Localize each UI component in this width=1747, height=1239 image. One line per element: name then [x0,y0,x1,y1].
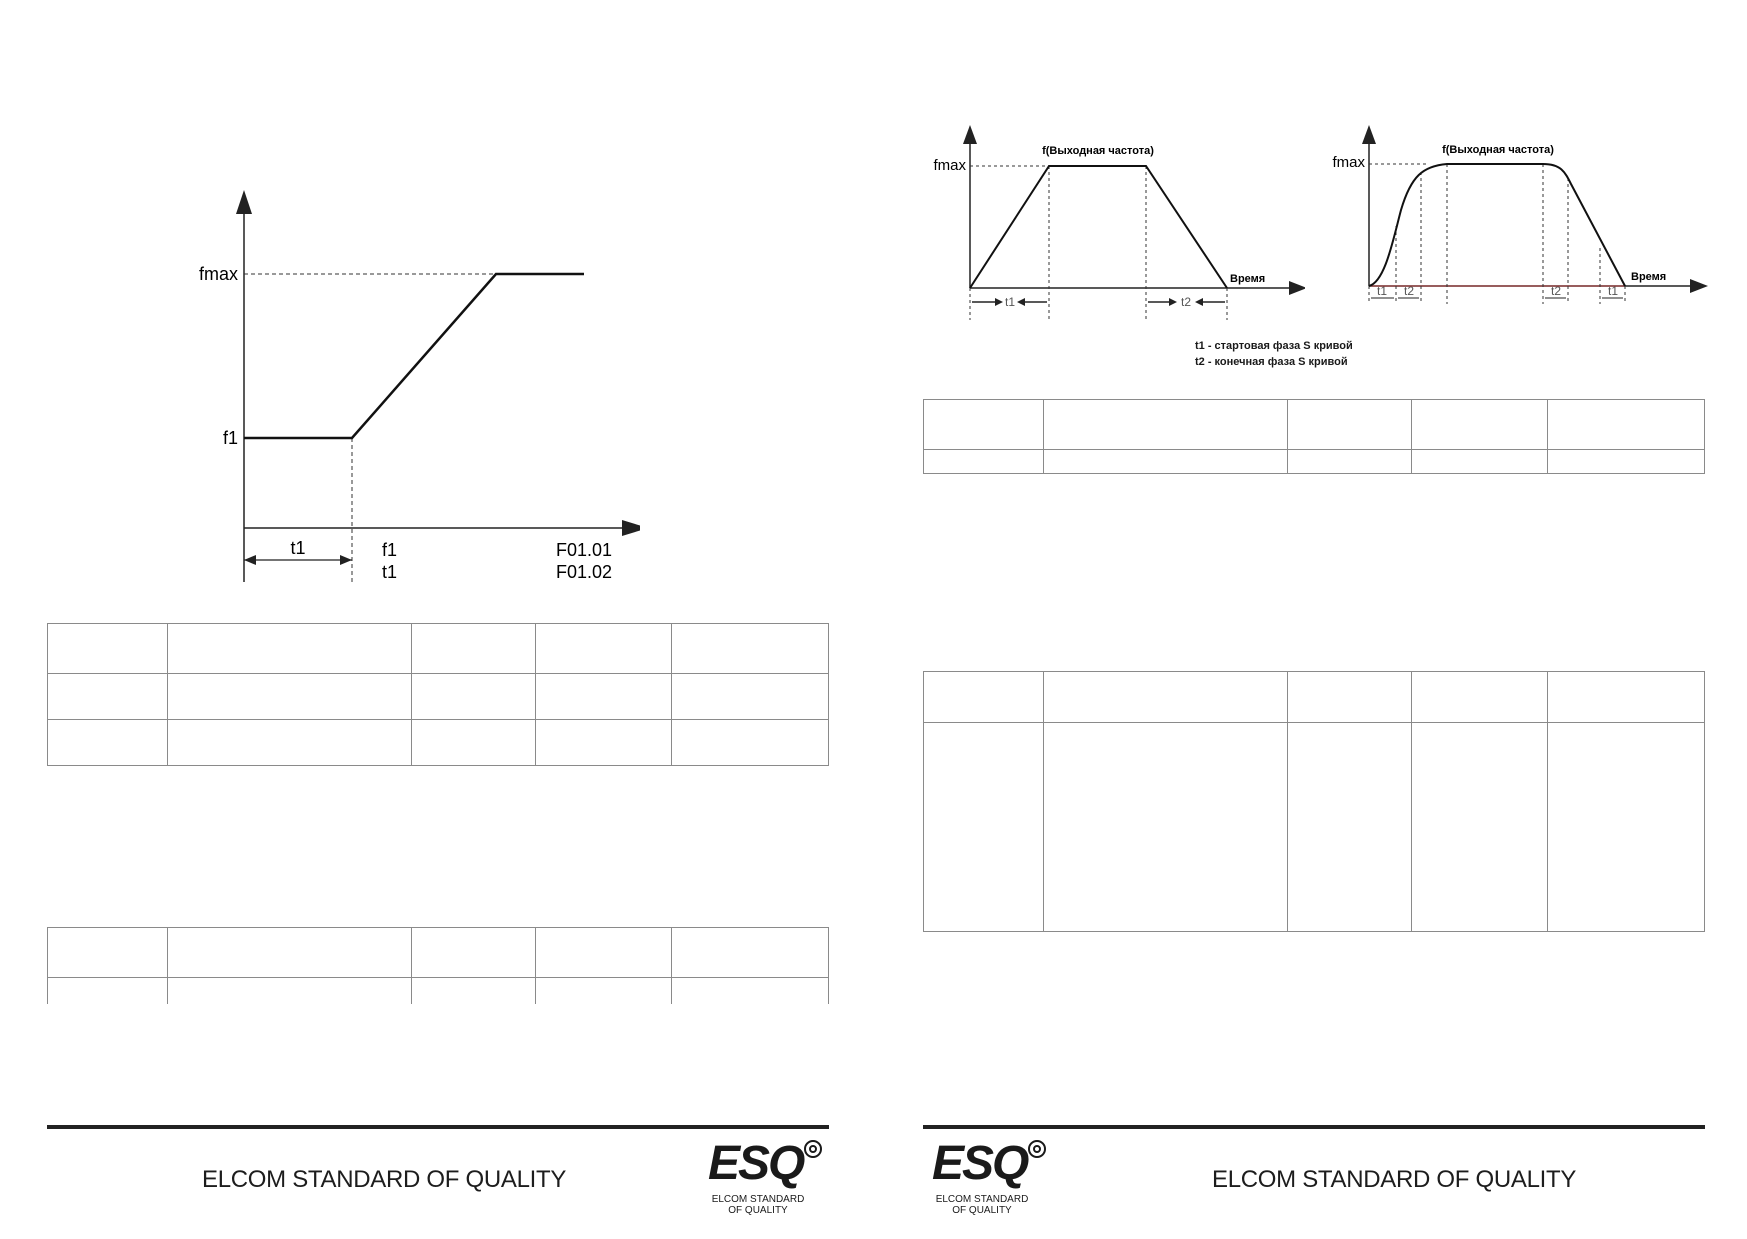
t2-span-label: t2 [1181,295,1191,309]
parameter-table-2 [47,927,829,1004]
s-curve-legend: t1 - стартовая фаза S кривой t2 - конечн… [1195,338,1353,370]
s-curve-acceleration-diagram: fmax f(Выходная частота) Время t1 t2 t2 … [1332,125,1708,304]
t2-start-label: t2 [1404,284,1414,298]
table-header-row [923,671,1705,723]
fmax-label: fmax [933,157,966,174]
footer-brand-text: ELCOM STANDARD OF QUALITY [202,1166,567,1193]
start-frequency-diagram: fmax f1 t1 f1 t1 F01.01 F01.02 [199,190,640,582]
logo-mark: ESQ [708,1137,805,1190]
logo-mark: ESQ [932,1137,1029,1190]
parameter-table-3 [923,399,1705,474]
table-header-row [47,623,829,674]
t1-start-label: t1 [1377,284,1387,298]
t1-span-label: t1 [1005,295,1015,309]
table-row [47,977,829,1004]
legend-line-t1: t1 - стартовая фаза S кривой [1195,340,1353,352]
linear-acceleration-diagram: fmax f(Выходная частота) Время t1 t2 [933,125,1305,320]
x-axis-arrow [1690,279,1708,293]
table-row [923,722,1705,932]
s-frequency-curve [1368,163,1626,287]
frequency-curve [969,165,1228,289]
esq-logo: ESQ ELCOM STANDARD OF QUALITY [708,1140,838,1222]
time-axis-label: Время [1230,273,1265,285]
legend-code-f1: F01.01 [556,540,612,560]
t1-end-label: t1 [1608,284,1618,298]
table-header-row [923,399,1705,450]
table-row [47,673,829,720]
legend-symbol-f1: f1 [382,540,397,560]
f1-label: f1 [223,428,238,448]
footer-rule [47,1125,829,1129]
y-axis-arrow [1362,125,1376,144]
curve-label: f(Выходная частота) [1042,145,1154,157]
table-header-row [47,927,829,978]
t1-span-label: t1 [290,538,305,558]
footer-rule [923,1125,1705,1129]
parameter-table-1 [47,623,829,766]
legend-code-t1: F01.02 [556,562,612,582]
fmax-label: fmax [199,264,238,284]
curve-label: f(Выходная частота) [1442,144,1554,156]
time-axis-label: Время [1631,271,1666,283]
footer-brand-text: ELCOM STANDARD OF QUALITY [1212,1166,1577,1193]
logo-subtitle: ELCOM STANDARD OF QUALITY [935,1194,1029,1216]
registered-icon [804,1140,822,1158]
fmax-label: fmax [1332,154,1365,171]
registered-icon [1028,1140,1046,1158]
logo-subtitle: ELCOM STANDARD OF QUALITY [711,1194,805,1216]
esq-logo: ESQ ELCOM STANDARD OF QUALITY [932,1140,1062,1222]
parameter-table-2-clip [47,927,829,1004]
x-axis-arrow [1289,281,1305,295]
frequency-curve [244,272,584,440]
y-axis-arrow [963,125,977,144]
table-row [47,719,829,766]
table-row [923,449,1705,474]
legend-line-t2: t2 - конечная фаза S кривой [1195,356,1348,368]
parameter-table-4 [923,671,1705,932]
t2-end-label: t2 [1551,284,1561,298]
x-axis-arrow [622,520,640,536]
legend-symbol-t1: t1 [382,562,397,582]
y-axis-arrow [236,190,252,214]
